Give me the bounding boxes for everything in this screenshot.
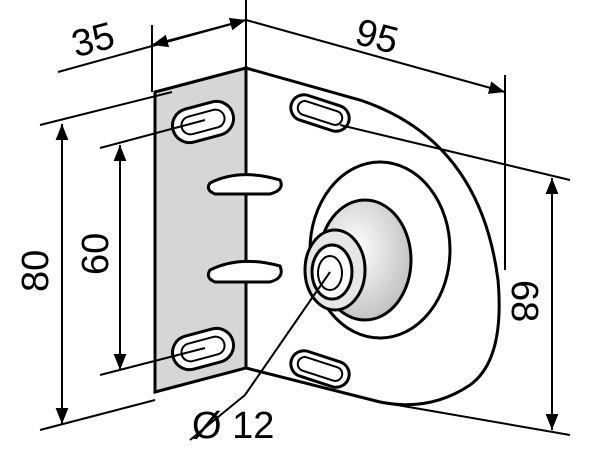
dim-label-95: 95	[351, 11, 403, 63]
main-plate-slots	[289, 93, 351, 389]
dim-label-68: 68	[503, 280, 545, 322]
dim-label-diameter-12: Ø 12	[192, 405, 274, 447]
dim-label-35: 35	[67, 15, 119, 67]
dim-label-60: 60	[75, 233, 117, 275]
dimension-lines	[39, 0, 571, 441]
dim-label-80: 80	[15, 250, 57, 292]
